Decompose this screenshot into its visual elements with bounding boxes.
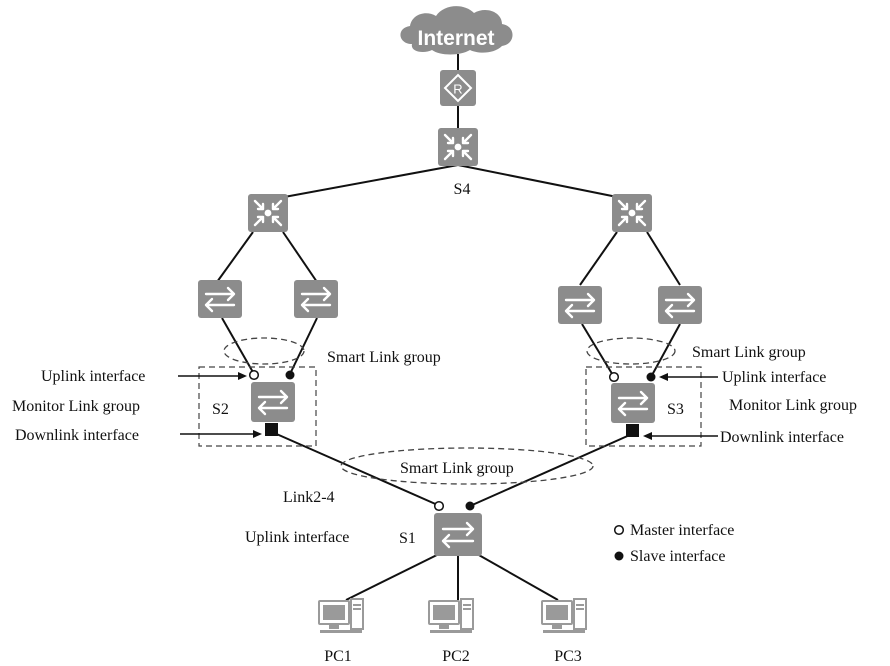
pc3 [541, 598, 587, 633]
switch-icon [558, 286, 602, 324]
pc1-label: PC1 [324, 648, 352, 665]
pc2-label: PC2 [442, 648, 470, 665]
switch-icon [658, 286, 702, 324]
monitor-link-group-box-s2 [198, 366, 317, 447]
link2-4-label: Link2-4 [283, 489, 335, 506]
agg-switch-3 [558, 286, 602, 324]
link-right-core-agg2 [646, 231, 681, 286]
s3-master-port [608, 371, 620, 383]
s2-downlink-port [265, 423, 278, 436]
downlink-interface-label-right: Downlink interface [720, 429, 844, 446]
monitor-link-group-box-s3 [585, 366, 702, 447]
smart-link-group-label-bottom: Smart Link group [400, 460, 514, 477]
uplink-interface-label-s1: Uplink interface [245, 529, 349, 546]
downlink-interface-label-left: Downlink interface [15, 427, 139, 444]
legend-master-marker [613, 524, 625, 536]
switch-s2 [251, 382, 295, 422]
s1-master-port [433, 500, 445, 512]
pc2 [428, 598, 474, 633]
link-s1-pc3 [469, 549, 559, 601]
agg-switch-2 [294, 280, 338, 318]
smart-link-group-label-left: Smart Link group [327, 349, 441, 366]
annotation-arrows [178, 372, 718, 440]
link-agg1-s2 [221, 317, 255, 375]
s3-downlink-port [626, 424, 639, 437]
switch-icon [611, 383, 655, 423]
uplink-interface-label-right: Uplink interface [722, 369, 826, 386]
legend-master-label: Master interface [630, 522, 734, 539]
pc-tower-icon [573, 598, 587, 630]
s2-label: S2 [212, 401, 229, 418]
cloud-icon [400, 6, 513, 55]
smart-link-group-ellipse-bottom [340, 447, 594, 485]
pc-screen [323, 605, 345, 620]
smart-link-group-label-right: Smart Link group [692, 344, 806, 361]
internet-cloud: Internet [400, 6, 513, 55]
s3-label: S3 [667, 401, 684, 418]
legend-slave-label: Slave interface [630, 548, 726, 565]
pc-monitor-icon [318, 600, 350, 625]
legend-slave-marker [614, 551, 624, 561]
s1-label: S1 [399, 530, 416, 547]
switch-icon [434, 513, 482, 556]
pc-monitor-icon [428, 600, 460, 625]
core-switch-right [612, 194, 652, 232]
link-s4-right-core [457, 164, 633, 201]
switch-icon [198, 280, 242, 318]
link-s2-s1 [271, 431, 441, 507]
agg-switch-1 [198, 280, 242, 318]
s2-slave-port [285, 370, 295, 380]
internet-label: Internet [417, 27, 494, 50]
link-agg3-s3 [581, 323, 615, 378]
smart-link-group-ellipse-left [223, 337, 305, 365]
pc-monitor-icon [541, 600, 573, 625]
pc-tower-icon [460, 598, 474, 630]
link-left-core-agg2 [282, 231, 318, 283]
switch-icon [251, 382, 295, 422]
uplink-interface-label-left: Uplink interface [41, 368, 145, 385]
pc-screen [433, 605, 455, 620]
link-agg2-s2 [289, 317, 318, 375]
router-letter: R [453, 82, 462, 97]
links [216, 54, 681, 601]
core-switch-left [248, 194, 288, 232]
link-s4-left-core [267, 164, 459, 201]
smart-link-group-ellipse-right [586, 337, 676, 365]
switch-icon [294, 280, 338, 318]
monitor-link-group-label-left: Monitor Link group [12, 398, 140, 415]
link-right-core-agg1 [579, 231, 618, 286]
s4-label: S4 [454, 181, 471, 198]
link-left-core-agg1 [216, 231, 254, 283]
switch-s1 [434, 513, 482, 556]
agg-switch-4 [658, 286, 702, 324]
s3-slave-port [646, 372, 656, 382]
s1-slave-port [465, 501, 475, 511]
pc3-label: PC3 [554, 648, 582, 665]
router-diamond [443, 73, 473, 103]
monitor-link-group-label-right: Monitor Link group [729, 397, 857, 414]
link-s1-pc1 [345, 549, 448, 601]
legend: Master interface Slave interface [613, 522, 734, 565]
router: R [440, 70, 476, 106]
router-icon [440, 70, 476, 106]
core-switch-s4 [438, 128, 478, 166]
dashed-groups [198, 337, 702, 485]
pc-tower-icon [350, 598, 364, 630]
pc1 [318, 598, 364, 633]
switch-s3 [611, 383, 655, 423]
link-agg4-s3 [650, 323, 681, 378]
pc-screen [546, 605, 568, 620]
s2-master-port [248, 369, 260, 381]
